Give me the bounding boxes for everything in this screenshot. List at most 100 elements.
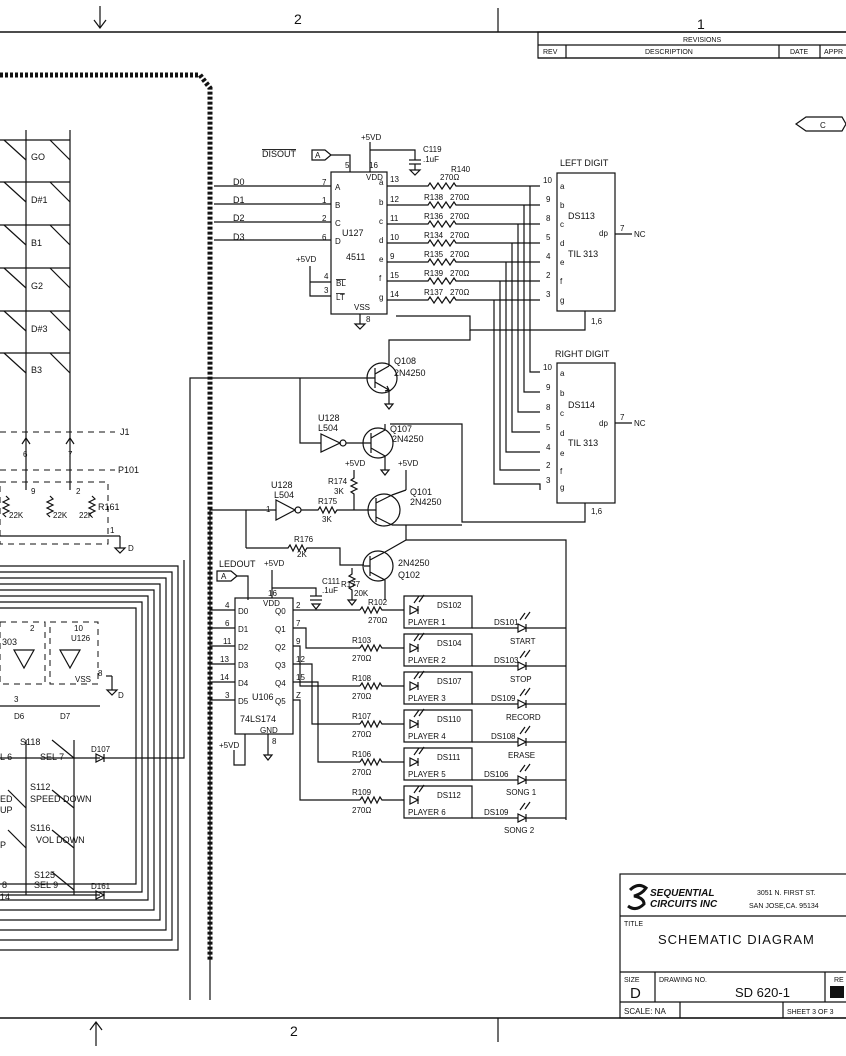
- ledout-label: LEDOUT: [219, 559, 256, 569]
- display-pin: 10: [543, 176, 552, 185]
- function-label: SONG 2: [504, 826, 535, 835]
- buffer-vss: VSS: [75, 675, 91, 684]
- led-resistor-value: 270Ω: [352, 654, 371, 663]
- display-pin: 8: [546, 214, 551, 223]
- resistor-value: 3K: [322, 515, 332, 524]
- ic-bl-pin: BL: [336, 279, 346, 288]
- ground-label: D: [118, 691, 124, 700]
- transistor-icon: [367, 493, 401, 527]
- display-seg: f: [560, 277, 563, 286]
- input-name: C: [335, 219, 341, 228]
- display-part: TIL 313: [568, 249, 598, 259]
- resistor-value: 270Ω: [450, 288, 469, 297]
- net-label-d7: D7: [60, 712, 71, 721]
- ground-icon: [408, 169, 422, 176]
- player-label: PLAYER 1: [408, 618, 446, 627]
- buffer-ref: U128: [271, 480, 293, 490]
- switch-ref: S112: [30, 782, 50, 792]
- p101-label: P101: [118, 465, 139, 475]
- key-label: B1: [31, 238, 42, 248]
- resistor-value: 270Ω: [450, 212, 469, 221]
- led-ref: DS104: [437, 639, 462, 648]
- output-pin: 11: [390, 214, 399, 223]
- transistor-ref: Q101: [410, 487, 432, 497]
- key-label: G2: [31, 281, 43, 291]
- led-resistor-ref: R108: [352, 674, 372, 683]
- offpage-connector-icon: [311, 149, 332, 161]
- buffer-pin-label: 10: [74, 624, 83, 633]
- output-pin: 9: [296, 637, 301, 646]
- offpage-label: A: [315, 151, 321, 160]
- buffer-icon: [275, 499, 297, 521]
- cap-ref: C111: [322, 577, 340, 586]
- supply-label: +5VD: [345, 459, 365, 468]
- latch-pin8: 8: [272, 737, 277, 746]
- resistor-value: 270Ω: [450, 231, 469, 240]
- display-ref: DS113: [568, 211, 595, 221]
- company-address-line1: 3051 N. FIRST ST.: [757, 890, 816, 897]
- display-pin: 10: [543, 363, 552, 372]
- output-seg: f: [379, 274, 382, 283]
- display-seg: d: [560, 239, 564, 248]
- led-resistor-ref: R102: [368, 598, 388, 607]
- resistor-value: 20K: [354, 589, 369, 598]
- display-nc: NC: [634, 419, 646, 428]
- display-common: 1,6: [591, 317, 603, 326]
- zone-label-top-2: 2: [294, 11, 302, 27]
- offpage-label: A: [221, 572, 227, 581]
- buffer-icon: [58, 649, 82, 670]
- display-label: RIGHT DIGIT: [555, 349, 610, 359]
- output-seg: e: [379, 255, 384, 264]
- segment-bus: [493, 186, 541, 490]
- function-label: SONG 1: [506, 788, 537, 797]
- input-net: D3: [233, 232, 245, 242]
- ground-icon: [262, 754, 274, 761]
- resistor-network-box: [0, 481, 109, 545]
- switch-label: SEL 7: [40, 752, 64, 762]
- switch-fragment: UP: [0, 805, 13, 815]
- switch-fragment: P: [0, 840, 6, 850]
- zone-label-bottom-2: 2: [290, 1023, 298, 1039]
- output-name: Q4: [275, 679, 286, 688]
- input-pin: 13: [220, 655, 229, 664]
- transistor-part: 2N4250: [410, 497, 442, 507]
- left-digit-display: LEFT DIGIT DS113 TIL 313 dp 7 NC 10 9 8 …: [396, 158, 646, 331]
- led-resistor-ref: R106: [352, 750, 372, 759]
- company-address-line2: SAN JOSE,CA. 95134: [749, 903, 819, 910]
- player-label: PLAYER 5: [408, 770, 446, 779]
- buffer-ref: 303: [2, 637, 17, 647]
- output-pin: 13: [390, 175, 399, 184]
- display-seg: e: [560, 258, 565, 267]
- revisions-block: REVISIONS REV DESCRIPTION DATE APPR: [537, 31, 846, 59]
- input-pin: 2: [322, 214, 327, 223]
- switch-ref: S116: [30, 823, 50, 833]
- led-resistor-value: 270Ω: [352, 768, 371, 777]
- cap-ref: C119: [423, 145, 442, 154]
- title-label: TITLE: [624, 921, 643, 928]
- display-nc: NC: [634, 230, 646, 239]
- output-seg: b: [379, 198, 384, 207]
- input-pin: 11: [223, 637, 232, 646]
- key-label: D#3: [31, 324, 48, 334]
- company-name-line2: CIRCUITS INC: [650, 899, 718, 910]
- display-label: LEFT DIGIT: [560, 158, 609, 168]
- cap-value: .1uF: [322, 586, 338, 595]
- output-name: Q3: [275, 661, 286, 670]
- output-pin: 12: [296, 655, 305, 664]
- output-pin: Z: [296, 691, 301, 700]
- led-ref: DS107: [437, 677, 462, 686]
- display-seg: g: [560, 296, 564, 305]
- resistor-ref: R175: [318, 497, 338, 506]
- player-label: PLAYER 6: [408, 808, 446, 817]
- display-pin: 2: [546, 461, 551, 470]
- output-seg: c: [379, 217, 383, 226]
- keyboard-matrix: GO D#1 B1 G2 D#3 B3 J1 6 7 P101 9 2 R161…: [0, 130, 185, 951]
- resistor-ref: R139: [424, 269, 444, 278]
- buffer-pin-label: 8: [98, 669, 103, 678]
- resistor-ref: R136: [424, 212, 444, 221]
- decoder-inputs: D0 D1 D2 D3 7 1 2 6 A B C D: [214, 177, 341, 246]
- pin-number: 8: [366, 315, 371, 324]
- diode-icon: [95, 890, 106, 900]
- resistor-icon: [359, 605, 404, 805]
- display-seg: e: [560, 449, 565, 458]
